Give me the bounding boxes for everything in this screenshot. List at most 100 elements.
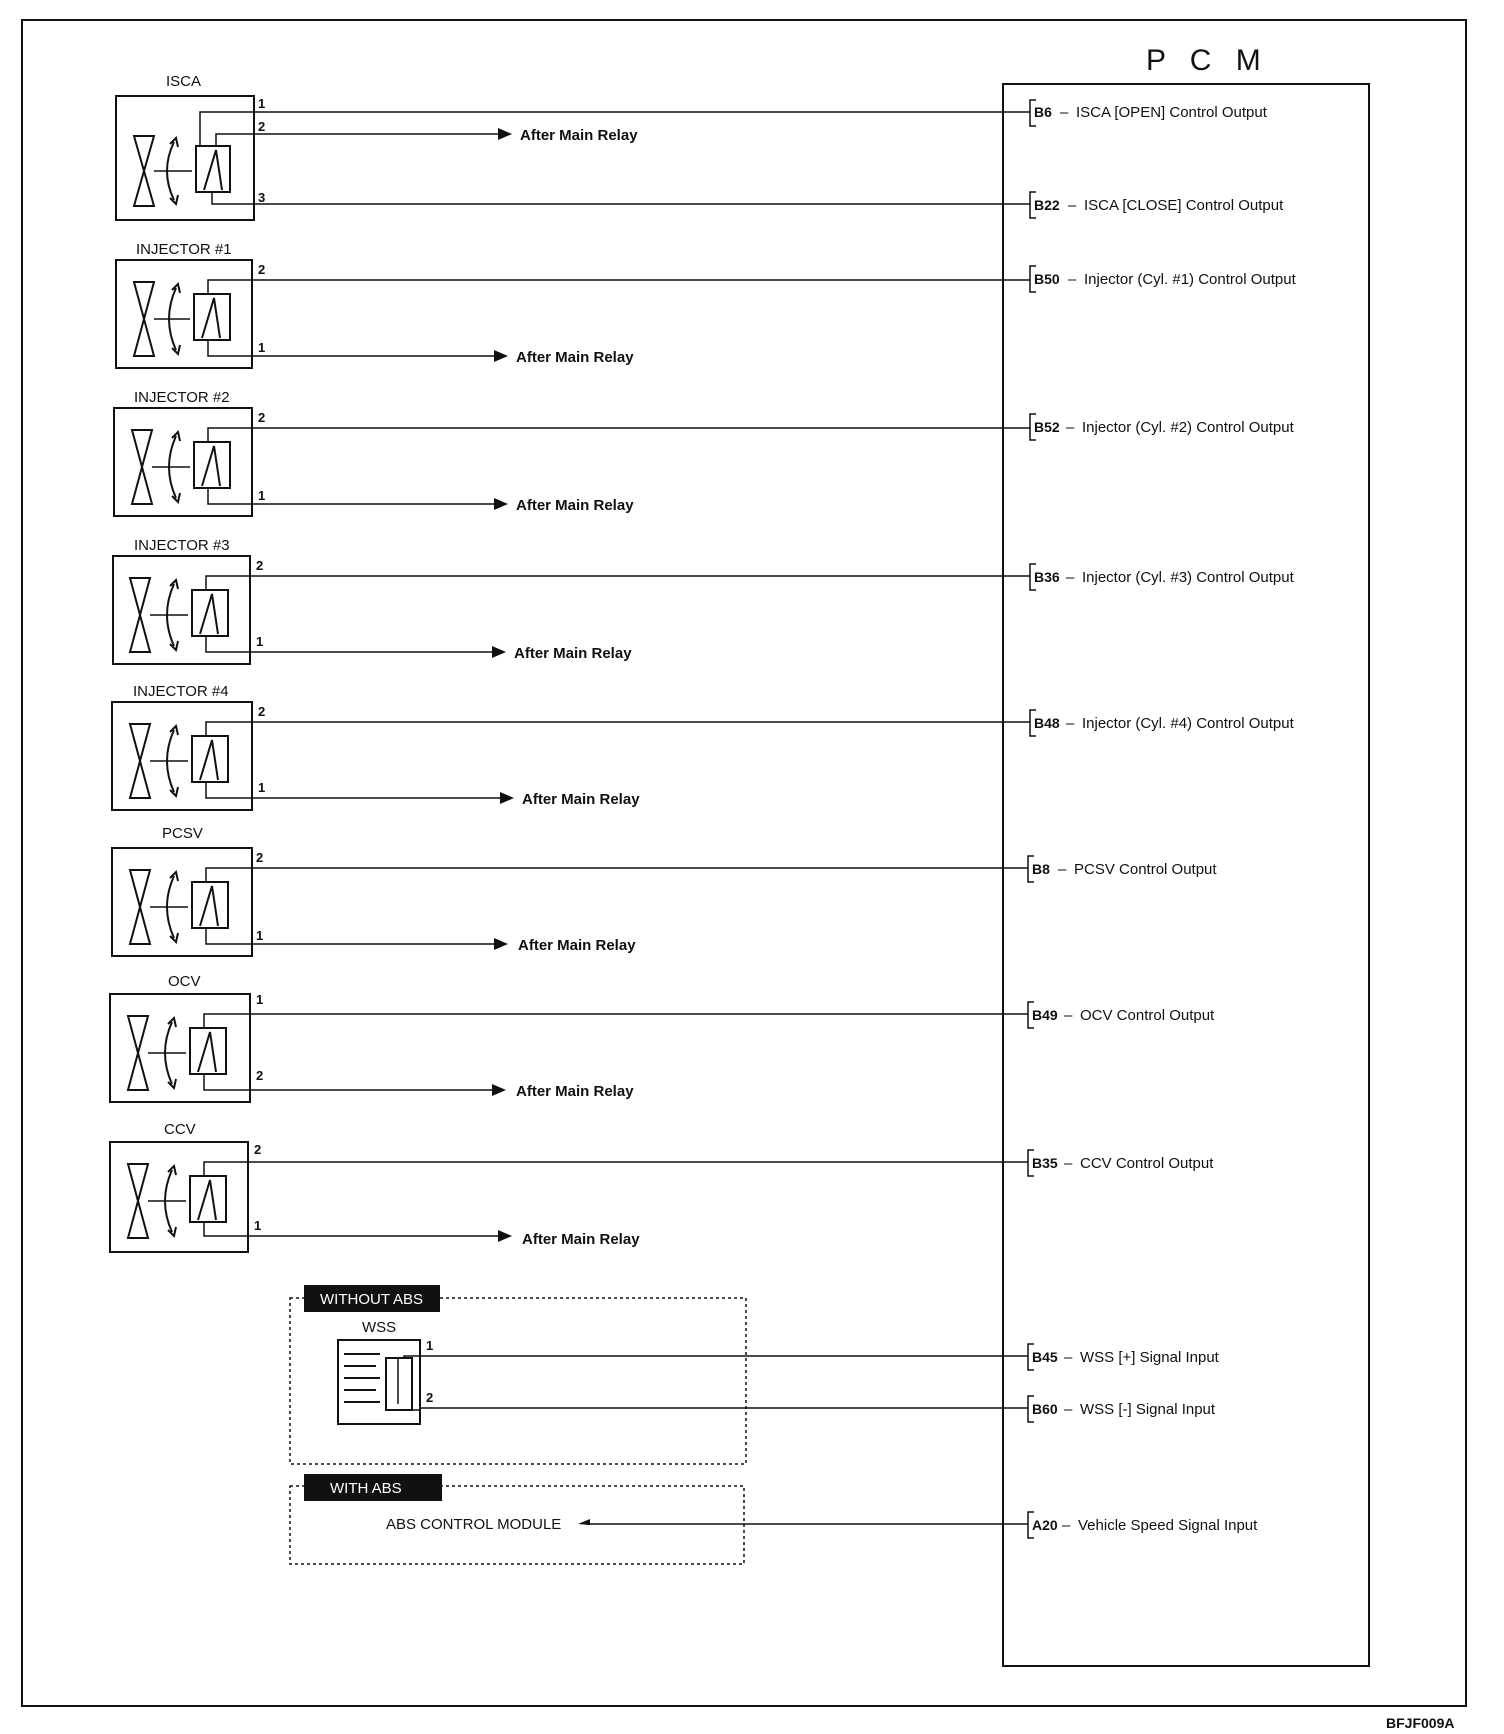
component-injector-2: INJECTOR #2 [113,389,253,517]
component-label: CCV [164,1121,196,1138]
pin-code: B49 [1032,1007,1058,1023]
wheel-speed-sensor-icon [337,1339,421,1425]
pin-dash: – [1060,104,1069,121]
component-injector-3: INJECTOR #3 [112,537,251,665]
component-ocv: OCV [109,973,251,1103]
valve-symbol-icon [126,1161,248,1239]
pin-code: A20 [1032,1517,1058,1533]
pcm-pin: B35 – CCV Control Output [1027,1149,1214,1177]
pin-dash: – [1064,1155,1073,1172]
pin-number: 1 [258,340,265,355]
wss-label: WSS [362,1319,396,1336]
pin-dash: – [1068,197,1077,214]
pin-code: B36 [1034,569,1060,585]
pin-number: 1 [256,992,263,1007]
pcm-pin: B36 – Injector (Cyl. #3) Control Output [1029,563,1295,591]
pin-label: Injector (Cyl. #4) Control Output [1082,715,1295,732]
arrow-right-icon [494,938,508,950]
pin-code: B6 [1034,104,1052,120]
pcm-box [1002,83,1370,1667]
after-main-relay-label: After Main Relay [520,127,638,144]
pin-number: 2 [258,410,265,425]
pin-code: B50 [1034,271,1060,287]
component-box [109,1141,249,1253]
valve-symbol-icon [128,575,250,653]
with-abs-group: WITH ABS ABS CONTROL MODULE [289,1474,745,1565]
dashed-frame [289,1485,745,1565]
component-injector-1: INJECTOR #1 [115,241,253,369]
pcm-pin: B52 – Injector (Cyl. #2) Control Output [1029,413,1295,441]
pin-number: 1 [258,488,265,503]
component-box [111,847,253,957]
pin-code: B45 [1032,1349,1058,1365]
component-box [115,259,253,369]
pcm-pin: B50 – Injector (Cyl. #1) Control Output [1029,265,1297,293]
component-pcsv: PCSV [111,825,253,957]
component-label: INJECTOR #2 [134,389,230,406]
pcm-pin-list: B6 – ISCA [OPEN] Control Output B22 – IS… [1027,99,1297,1539]
pin-number: 1 [258,780,265,795]
component-label: OCV [168,973,201,990]
figure-code: BFJF009A [1386,1715,1454,1731]
pin-label: OCV Control Output [1080,1007,1215,1024]
pin-dash: – [1068,271,1077,288]
pin-code: B8 [1032,861,1050,877]
pin-number: 2 [258,262,265,277]
pin-number: 1 [256,634,263,649]
after-main-relay-label: After Main Relay [518,937,636,954]
pcm-title: P C M [1146,44,1269,77]
pin-label: WSS [-] Signal Input [1080,1401,1216,1418]
without-abs-group: WITHOUT ABS WSS 1 2 [289,1285,747,1465]
arrow-right-icon [494,498,508,510]
pin-number: 2 [426,1390,433,1405]
pcm-pin: B48 – Injector (Cyl. #4) Control Output [1029,709,1295,737]
component-label: INJECTOR #1 [136,241,232,258]
pcm-pin: B60 – WSS [-] Signal Input [1027,1395,1216,1423]
abs-control-module-label: ABS CONTROL MODULE [386,1516,561,1533]
pin-dash: – [1066,715,1075,732]
component-ccv: CCV [109,1121,249,1253]
pcm-pin: A20 – Vehicle Speed Signal Input [1027,1511,1258,1539]
pin-number: 1 [254,1218,261,1233]
pin-number: 2 [256,558,263,573]
component-label: PCSV [162,825,203,842]
pin-code: B60 [1032,1401,1058,1417]
component-box [109,993,251,1103]
component-label: INJECTOR #3 [134,537,230,554]
pin-number: 3 [258,190,265,205]
group-tag-label: WITH ABS [330,1480,402,1497]
pin-number: 1 [256,928,263,943]
pin-number: 2 [256,850,263,865]
pin-label: ISCA [OPEN] Control Output [1076,104,1268,121]
pin-number: 1 [258,96,265,111]
pin-label: Injector (Cyl. #3) Control Output [1082,569,1295,586]
arrow-right-icon [500,792,514,804]
arrow-right-icon [494,350,508,362]
pin-dash: – [1064,1401,1073,1418]
arrow-right-icon [498,1230,512,1242]
pin-code: B22 [1034,197,1060,213]
group-tag-label: WITHOUT ABS [320,1291,423,1308]
component-label: INJECTOR #4 [133,683,229,700]
dashed-frame [289,1297,747,1465]
pin-label: ISCA [CLOSE] Control Output [1084,197,1284,214]
pin-number: 2 [258,704,265,719]
after-main-relay-label: After Main Relay [516,1083,634,1100]
pin-label: CCV Control Output [1080,1155,1214,1172]
after-main-relay-label: After Main Relay [514,645,632,662]
pin-number: 1 [426,1338,433,1353]
pcm-pin: B8 – PCSV Control Output [1027,855,1217,883]
component-injector-4: INJECTOR #4 [111,683,253,811]
valve-symbol-icon [130,427,252,505]
pin-dash: – [1066,419,1075,436]
pin-label: Vehicle Speed Signal Input [1078,1517,1258,1534]
valve-symbol-icon [132,111,254,207]
pin-number: 2 [254,1142,261,1157]
valve-symbol-icon [128,867,252,945]
outer-frame [21,19,1467,1707]
arrow-right-icon [492,1084,506,1096]
pin-number: 2 [258,119,265,134]
component-box [113,407,253,517]
valve-symbol-icon [128,721,252,799]
component-isca: ISCA [115,73,255,221]
